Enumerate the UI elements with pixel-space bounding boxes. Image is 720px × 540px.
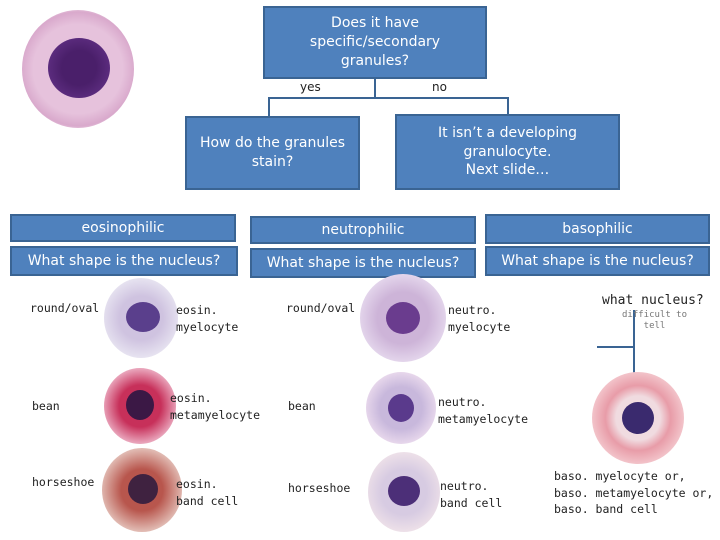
connector-branch: [268, 97, 508, 99]
eosin-metamyelocyte-image: [104, 368, 176, 444]
connector-top: [374, 78, 376, 98]
eosin-band-label: eosin. band cell: [176, 477, 239, 508]
baso-cell-image: [592, 372, 684, 464]
basophilic-question: What shape is the nucleus?: [485, 246, 710, 276]
connector-no: [507, 97, 509, 115]
baso-question-label: what nucleus?: [602, 293, 704, 308]
connector-baso: [633, 310, 635, 378]
neutrophilic-header: neutrophilic: [250, 216, 476, 244]
cell-illustration-top: [22, 10, 134, 128]
basophilic-header: basophilic: [485, 214, 710, 244]
neutrophilic-question: What shape is the nucleus?: [250, 248, 476, 278]
eosin-band-image: [102, 448, 182, 532]
eosin-metamyelocyte-label: eosin. metamyelocyte: [170, 391, 261, 422]
branch-yes-label: yes: [300, 80, 321, 94]
eosinophilic-question: What shape is the nucleus?: [10, 246, 238, 276]
eosinophilic-header: eosinophilic: [10, 214, 236, 242]
branch-no-label: no: [432, 80, 447, 94]
stain-question-box: How do the granules stain?: [185, 116, 360, 190]
neutro-band-label: neutro. band cell: [440, 479, 503, 510]
neutro-shape-bean: bean: [288, 399, 316, 413]
eosin-shape-bean: bean: [32, 399, 60, 413]
eosin-myelocyte-image: [104, 278, 178, 358]
neutro-shape-horseshoe: horseshoe: [288, 481, 351, 495]
neutro-band-image: [368, 452, 440, 532]
neutro-shape-round: round/oval: [286, 301, 356, 315]
question-granules-box: Does it have specific/secondary granules…: [263, 6, 487, 79]
eosin-shape-horseshoe: horseshoe: [32, 475, 95, 489]
eosin-myelocyte-label: eosin. myelocyte: [176, 303, 239, 334]
eosin-shape-round: round/oval: [30, 301, 100, 315]
connector-yes: [268, 97, 270, 117]
neutro-metamyelocyte-label: neutro. metamyelocyte: [438, 395, 529, 426]
neutro-metamyelocyte-image: [366, 372, 436, 444]
baso-answer-label: baso. myelocyte or, baso. metamyelocyte …: [554, 469, 714, 517]
baso-note-label: difficult to tell: [622, 310, 688, 331]
neutro-myelocyte-label: neutro. myelocyte: [448, 303, 511, 334]
connector-baso-h: [597, 346, 635, 348]
neutro-myelocyte-image: [360, 274, 446, 362]
not-granulocyte-box: It isn’t a developing granulocyte. Next …: [395, 114, 620, 190]
